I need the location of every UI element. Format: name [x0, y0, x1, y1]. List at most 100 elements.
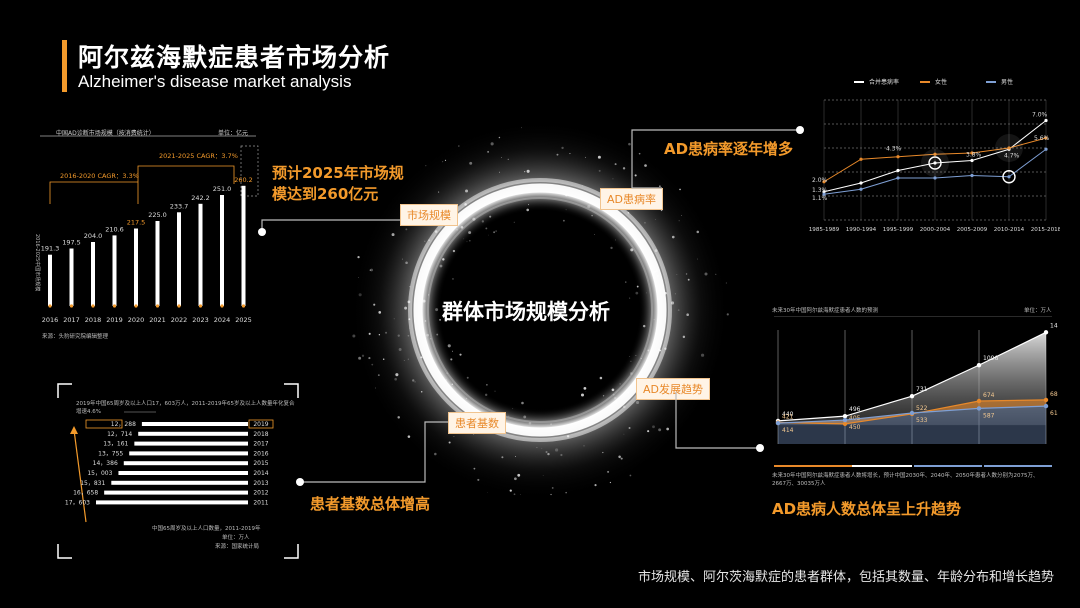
- prevalence-point: [1007, 146, 1011, 150]
- market-bar-dot: [134, 304, 138, 308]
- sparkle: [495, 230, 497, 232]
- market-year-label: 2022: [171, 316, 188, 324]
- sparkle: [446, 372, 448, 374]
- sparkle: [670, 301, 675, 305]
- sparkle: [408, 318, 411, 321]
- prevalence-value-label: 5.6%: [1034, 135, 1050, 142]
- prevalence-chart: 合并患病率女性男性7.0%5.6%4.7%4.3%3.8%2.0%1.3%1.1…: [809, 78, 1060, 233]
- tag-market: 市场规模: [400, 204, 458, 226]
- prevalence-point: [970, 173, 974, 178]
- sparkle: [587, 205, 591, 209]
- sparkle: [627, 211, 630, 214]
- sparkle: [656, 289, 658, 290]
- market-bar-dot: [241, 304, 246, 308]
- trend-point: [976, 406, 982, 411]
- trend-value-label: 421: [782, 414, 794, 421]
- sparkle: [611, 388, 615, 392]
- sparkle: [465, 409, 466, 411]
- sparkle: [407, 300, 411, 304]
- market-value-label: 197.5: [62, 239, 81, 247]
- trend-value-label: 533: [916, 417, 928, 424]
- sparkle: [473, 467, 476, 470]
- sparkle: [654, 358, 657, 360]
- trend-point: [1043, 330, 1049, 335]
- prevalence-x-label: 1985-1989: [809, 227, 840, 233]
- page-subtitle: Alzheimer's disease market analysis: [78, 72, 352, 91]
- trend-point: [976, 362, 982, 368]
- legend-label: 男性: [1001, 78, 1013, 86]
- market-chart-title: 中国AD诊断市场规模（按消费统计）: [56, 130, 155, 137]
- sparkle: [629, 297, 631, 299]
- sparkle: [565, 193, 568, 197]
- sparkle: [659, 185, 661, 187]
- sparkle: [612, 178, 614, 180]
- sparkle: [468, 239, 471, 242]
- market-value-label: 225.0: [148, 211, 167, 219]
- sparkle: [385, 331, 388, 334]
- sparkle: [489, 215, 492, 218]
- prevalence-point: [822, 190, 826, 194]
- prevalence-ring-marker: [1002, 170, 1016, 184]
- sparkle: [664, 292, 667, 295]
- sparkle: [403, 360, 405, 362]
- sparkle: [473, 434, 475, 435]
- sparkle: [560, 453, 563, 457]
- sparkle: [442, 258, 445, 261]
- population-value-label: 12，288: [111, 421, 136, 428]
- prevalence-value-label: 1.1%: [812, 195, 828, 202]
- sparkle: [561, 146, 564, 150]
- sparkle: [661, 328, 664, 331]
- market-y-label: 2016-2025中国市场规模: [34, 234, 41, 291]
- population-bar: [111, 480, 248, 485]
- connector-dot: [258, 228, 266, 236]
- frame-corner: [284, 383, 299, 398]
- highlight-market: 预计2025年市场规 模达到260亿元: [272, 164, 404, 203]
- market-year-label: 2023: [192, 316, 209, 324]
- sparkle: [420, 390, 423, 393]
- trend-value-label: 674: [983, 392, 995, 399]
- prevalence-point: [970, 151, 974, 155]
- connector-dot: [796, 126, 804, 134]
- sparkle: [658, 348, 660, 351]
- trend-point: [842, 413, 848, 419]
- prevalence-point: [822, 192, 826, 196]
- sparkle: [477, 478, 480, 481]
- market-2025-highlight: [240, 145, 259, 197]
- sparkle: [358, 293, 362, 297]
- sparkle: [645, 292, 647, 294]
- trend-chart-title: 未来30年中国阿尔兹海默症患者人数的预测: [772, 308, 878, 314]
- sparkle: [630, 360, 632, 362]
- sparkle: [640, 358, 642, 360]
- sparkle: [610, 246, 613, 250]
- trend-value-label: 614: [1050, 410, 1058, 417]
- sparkle: [424, 282, 426, 284]
- sparkle: [507, 158, 509, 161]
- center-title: 群体市场规模分析: [442, 300, 610, 324]
- population-highlight: [85, 419, 123, 429]
- trend-point: [842, 421, 848, 427]
- trend-value-label: 731: [916, 386, 928, 393]
- sparkle: [609, 481, 612, 484]
- sparkle: [704, 272, 708, 276]
- sparkle: [541, 447, 543, 449]
- prevalence-point: [1044, 136, 1048, 140]
- sparkle: [630, 372, 633, 375]
- prevalence-point: [896, 176, 900, 180]
- connector-dot: [296, 478, 304, 486]
- sparkle: [357, 256, 360, 259]
- sparkle: [452, 278, 454, 280]
- sparkle: [521, 127, 522, 129]
- sparkle: [697, 258, 698, 260]
- prevalence-point: [1007, 175, 1011, 179]
- sparkle: [378, 334, 381, 336]
- sparkle: [629, 474, 632, 477]
- market-bar: [134, 228, 138, 306]
- sparkle: [524, 171, 526, 173]
- sparkle: [405, 261, 408, 265]
- sparkle: [566, 435, 570, 438]
- sparkle: [407, 334, 410, 337]
- trend-point: [909, 410, 915, 416]
- sparkle: [526, 208, 530, 212]
- sparkle: [565, 491, 567, 494]
- sparkle: [647, 430, 650, 433]
